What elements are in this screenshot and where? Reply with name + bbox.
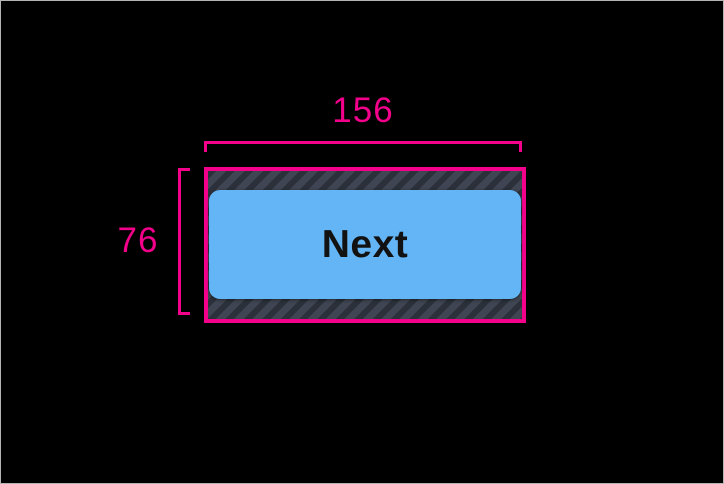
height-measurement-bracket: [178, 168, 190, 315]
height-dimension-label: 76: [117, 221, 159, 260]
next-button[interactable]: Next: [209, 190, 521, 299]
width-dimension-label: 156: [332, 91, 394, 130]
widget-bounds-overlay: Next: [204, 167, 526, 323]
next-button-label: Next: [321, 223, 409, 266]
width-measurement-bracket: [204, 141, 522, 152]
